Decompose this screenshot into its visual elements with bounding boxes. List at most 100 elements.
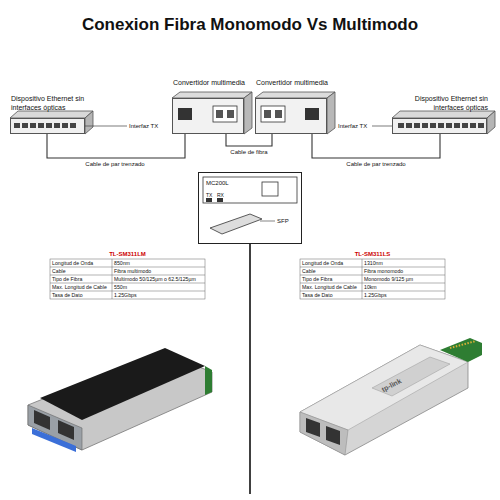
inset-box: MC200L TXRX SFP <box>198 172 302 244</box>
leader-line <box>372 126 392 127</box>
port-sketch <box>262 182 278 196</box>
table-value: 550m <box>114 283 204 291</box>
table-key: Tasa de Dato <box>302 291 361 299</box>
table-value: 10km <box>364 283 444 291</box>
table-rule <box>50 267 205 268</box>
fiber-slot <box>275 110 282 118</box>
switch-side <box>85 111 93 134</box>
table-border <box>50 259 205 299</box>
converter-illustration <box>172 92 252 134</box>
table-rule <box>112 259 113 299</box>
table-border <box>300 259 445 299</box>
fiber-port <box>261 106 285 122</box>
table-rule <box>50 275 205 276</box>
table-key: Tipo de Fibra <box>302 275 361 283</box>
fiber-port <box>58 420 74 440</box>
cable-connector <box>312 134 440 158</box>
table-value: Multimodo 50/125µm o 62.5/125µm <box>114 275 204 283</box>
leader-line <box>260 221 275 222</box>
switch-top <box>10 111 93 118</box>
sfp-sketch <box>210 214 262 234</box>
switch-top <box>392 111 495 118</box>
cable-label: Cable de fibra <box>199 148 299 156</box>
switch-illustration <box>392 111 495 134</box>
module-housing <box>300 345 468 455</box>
cable-label: Cable de par trenzado <box>65 160 165 168</box>
table-rule <box>300 283 445 284</box>
module-label <box>40 348 205 420</box>
table-value: Fibra multimodo <box>114 267 204 275</box>
table-rule <box>362 259 363 299</box>
converter-illustration <box>255 92 335 134</box>
switch-side <box>487 111 495 134</box>
module-pcb <box>440 338 482 362</box>
table-value: 1.25Gbps <box>364 291 444 299</box>
ethernet-device: Dispositivo Ethernet sin interfaces ópti… <box>10 118 85 134</box>
table-rule <box>300 267 445 268</box>
spec-table-grid <box>300 259 445 299</box>
converter-label: Convertidor multimedia <box>161 78 257 87</box>
fiber-port <box>326 426 340 445</box>
table-value: Fibra monomodo <box>364 267 444 275</box>
module-front <box>300 412 348 455</box>
module-label <box>372 357 450 396</box>
diagram-title: Conexion Fibra Monomodo Vs Multimodo <box>0 14 500 36</box>
table-key: Cable <box>52 267 111 275</box>
fiber-port <box>34 410 50 430</box>
media-converter: Convertidor multimedia <box>255 98 327 134</box>
table-key: Max. Longitud de Cable <box>302 283 361 291</box>
leader-line <box>85 126 127 127</box>
table-key: Tipo de Fibra <box>52 275 111 283</box>
port-sketch <box>206 198 212 202</box>
fiber-port <box>213 106 237 122</box>
port-name: TX <box>206 192 216 199</box>
converter-sketch <box>203 177 297 203</box>
port-sketch <box>217 198 223 202</box>
fiber-port <box>306 418 320 437</box>
interface-label: Interfaz TX <box>129 122 174 130</box>
table-key: Longitud de Onda <box>52 259 111 267</box>
inset-sketch <box>203 177 297 234</box>
table-value: 850nm <box>114 259 204 267</box>
module-top <box>300 345 468 430</box>
table-rule <box>50 291 205 292</box>
table-key: Cable <box>302 267 361 275</box>
table-rule <box>50 283 205 284</box>
fiber-slot <box>216 110 223 118</box>
interface-label: Interfaz TX <box>338 122 372 130</box>
table-rule <box>300 291 445 292</box>
table-title: TL-SM311LS <box>300 250 445 258</box>
gold-fingers <box>450 341 476 348</box>
table-key: Longitud de Onda <box>302 259 361 267</box>
sfp-module-illustration <box>300 338 482 455</box>
divider-line <box>249 244 251 494</box>
switch-front <box>10 118 85 134</box>
cable-label: Cable de par trenzado <box>326 160 426 168</box>
rj45-port <box>305 108 319 120</box>
table-key: Max. Longitud de Cable <box>52 283 111 291</box>
table-title: TL-SM311LM <box>50 250 205 258</box>
switch-ports <box>14 123 76 128</box>
table-value: 1.25Gbps <box>114 291 204 299</box>
switch-ports <box>398 123 484 128</box>
model-name: MC200L <box>206 179 246 187</box>
media-converter: Convertidor multimedia <box>172 98 244 134</box>
cable-connector <box>47 134 185 158</box>
converter-side <box>327 92 335 134</box>
device-label: Dispositivo Ethernet sin interfaces ópti… <box>11 94 96 112</box>
sfp-module-illustration <box>28 348 212 452</box>
module-pcb <box>205 366 212 395</box>
module-name: SFP <box>277 217 299 225</box>
converter-side <box>244 92 252 134</box>
switch-front <box>392 118 487 134</box>
cable-connector <box>226 134 272 146</box>
module-latch <box>32 428 76 452</box>
table-rule <box>300 275 445 276</box>
port-name: RX <box>217 192 227 199</box>
ethernet-device: Dispositivo Ethernet sin interfaces ópti… <box>392 118 487 134</box>
spec-table-grid <box>50 259 205 299</box>
switch-illustration <box>10 111 93 134</box>
